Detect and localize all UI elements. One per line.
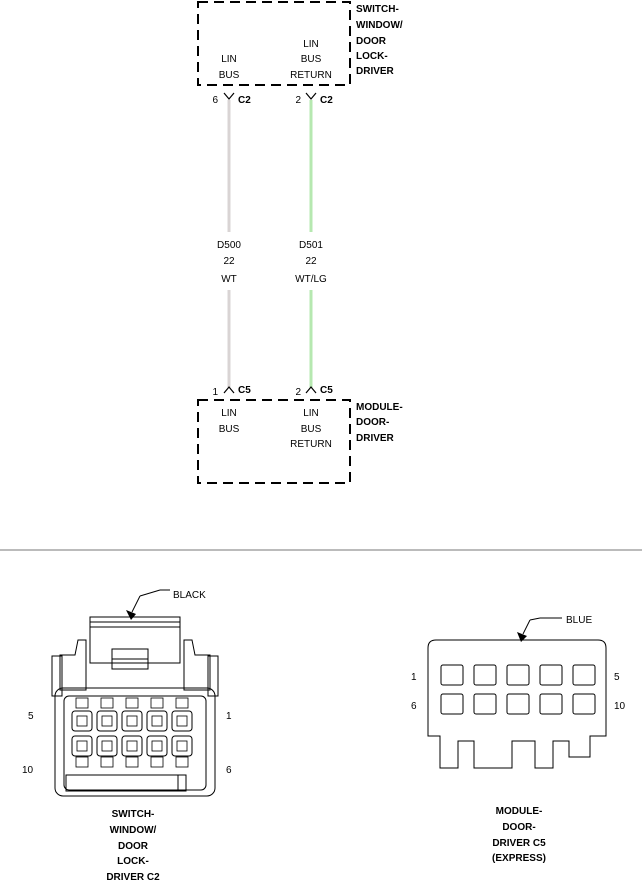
top-left-connector-id: C2 [238,95,251,106]
top-right-pin-number: 2 [295,95,301,106]
c2-cavity-tab [100,697,114,709]
c5-caption-2: DOOR- [502,822,535,833]
c2-leader-line [139,589,161,597]
c5-cavity [506,664,530,686]
bottom-right-connector-id: C5 [320,385,333,396]
c2-cavity [96,735,118,757]
c5-cavity [572,693,596,715]
top-component-name-3: DOOR [356,36,387,47]
bottom-component-name-3: DRIVER [356,433,395,444]
c2-cavity-tab [175,697,189,709]
c5-cavity [506,693,530,715]
bottom-pin-right-line2: BUS [301,424,322,435]
c5-pin-label-top-left: 1 [411,672,417,683]
top-right-connector-id: C2 [320,95,333,106]
c2-caption-5: DRIVER C2 [106,872,160,883]
c5-caption-4: (EXPRESS) [492,853,546,864]
top-pin-right-line1: LIN [303,39,319,50]
bottom-pin-left-line2: BUS [219,424,240,435]
bottom-left-connector-symbol [223,386,235,394]
c2-cavity-tab [100,756,114,768]
connector-c5-face [427,639,607,769]
c2-cavity [121,735,143,757]
bottom-component-name-2: DOOR- [356,417,389,428]
connector-c2-cavity-grid [71,697,193,768]
c2-cavity [121,710,143,732]
c2-cavity-tab [150,697,164,709]
c5-cavity [539,693,563,715]
c5-pin-label-top-right: 5 [614,672,620,683]
c5-color-label: BLUE [566,615,592,626]
c2-cavity-tab [175,756,189,768]
c5-cavity [572,664,596,686]
bottom-pin-right-line3: RETURN [290,439,332,450]
bottom-component-name-1: MODULE- [356,402,403,413]
top-component-name-4: LOCK- [356,51,388,62]
bottom-left-pin-number: 1 [212,387,218,398]
top-pin-left-line1: LIN [221,54,237,65]
c5-cavity [440,693,464,715]
c2-caption-3: DOOR [118,841,149,852]
top-left-pin-number: 6 [212,95,218,106]
c2-cavity-tab [150,756,164,768]
bottom-right-pin-number: 2 [295,387,301,398]
c5-cavity [473,664,497,686]
c2-pin-label-top-left: 5 [28,711,34,722]
wire-d500-color: WT [221,274,237,285]
top-component-name-2: WINDOW/ [356,20,403,31]
c2-caption-2: WINDOW/ [110,825,157,836]
c2-cavity-tab [75,697,89,709]
c5-cavity [473,693,497,715]
c5-cavity [539,664,563,686]
c5-cavity [440,664,464,686]
c2-caption-1: SWITCH- [112,809,155,820]
c2-pin-label-bottom-right: 6 [226,765,232,776]
wire-d501-circuit: D501 [299,240,323,251]
top-right-connector-symbol [305,92,317,100]
c2-cavity [71,735,93,757]
bottom-left-connector-id: C5 [238,385,251,396]
connector-c2-face [51,616,219,797]
c2-cavity-tab [125,756,139,768]
c5-caption-3: DRIVER C5 [492,838,546,849]
top-component-name-5: DRIVER [356,66,395,77]
c5-pin-label-bottom-left: 6 [411,701,417,712]
top-pin-left-line2: BUS [219,70,240,81]
top-pin-right-line3: RETURN [290,70,332,81]
c2-cavity [171,710,193,732]
c5-leader-line [529,617,541,621]
c5-pin-label-bottom-right: 10 [614,701,626,712]
c2-cavity [146,735,168,757]
bottom-right-connector-symbol [305,386,317,394]
wire-d500-circuit: D500 [217,240,241,251]
top-component-name-1: SWITCH- [356,4,399,15]
c2-cavity [146,710,168,732]
c5-caption-1: MODULE- [496,806,543,817]
c5-arrow-head [517,632,527,642]
bottom-pin-left-line1: LIN [221,408,237,419]
c2-arrow-head [126,610,136,620]
c2-pin-label-top-right: 1 [226,711,232,722]
wire-d501-gauge: 22 [305,256,317,267]
c2-pin-label-bottom-left: 10 [22,765,34,776]
connector-c5-cavity-grid [440,664,596,715]
c2-caption-4: LOCK- [117,856,149,867]
bottom-pin-right-line1: LIN [303,408,319,419]
c2-cavity-tab [75,756,89,768]
wire-d501-color: WT/LG [295,274,327,285]
module-door-driver-box [197,399,351,484]
c2-cavity [96,710,118,732]
c2-cavity [71,710,93,732]
c2-color-label: BLACK [173,590,206,601]
top-left-connector-symbol [223,92,235,100]
c2-cavity-tab [125,697,139,709]
c2-cavity [171,735,193,757]
switch-window-door-lock-driver-box [197,1,351,86]
top-pin-right-line2: BUS [301,54,322,65]
wire-d500-gauge: 22 [223,256,235,267]
